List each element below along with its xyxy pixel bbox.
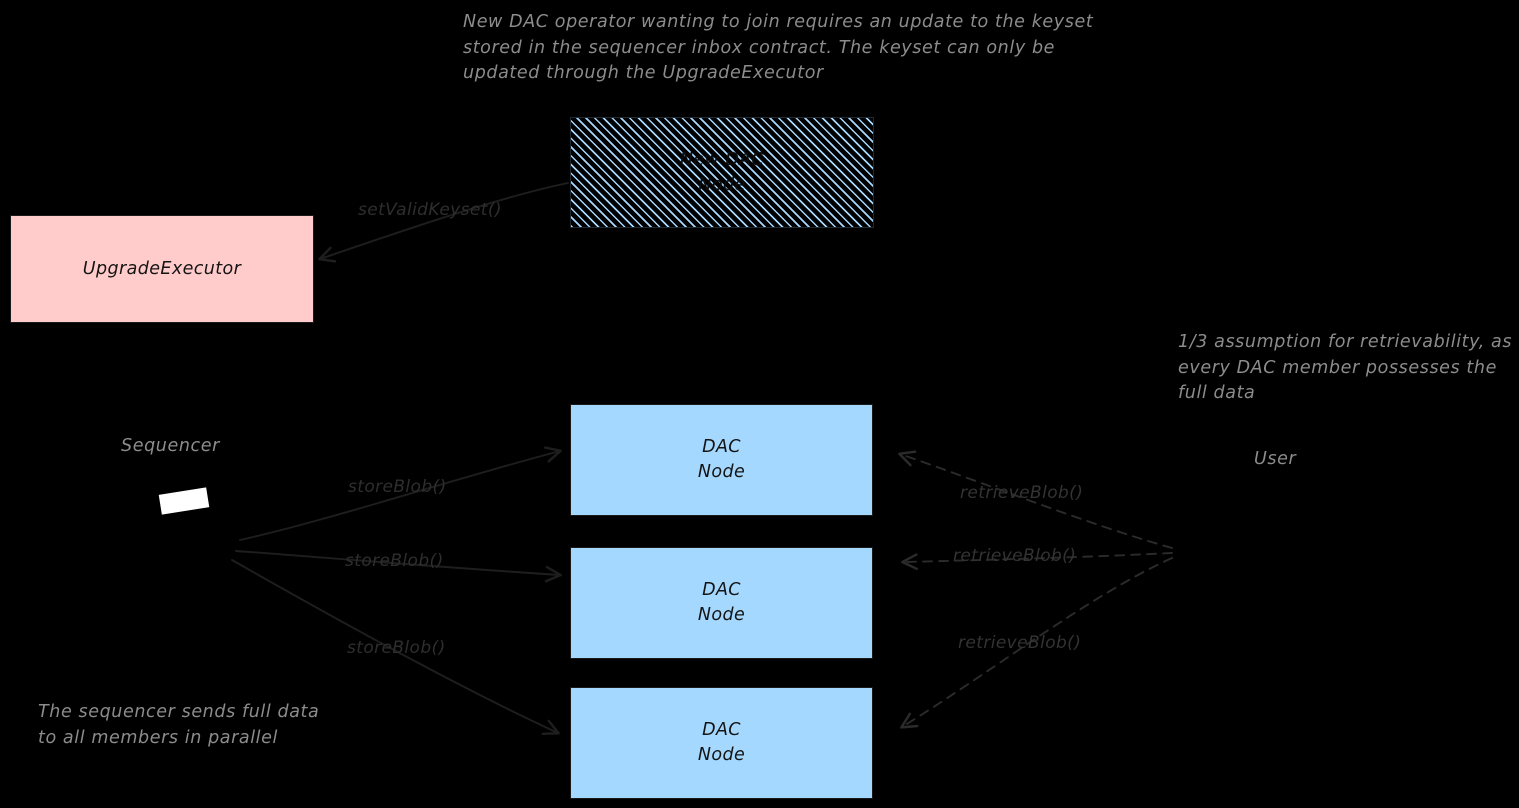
box-dac-node-1-label: DAC Node	[697, 437, 746, 482]
edge-label-retrieve-blob-1: retrieveBlob()	[960, 483, 1084, 503]
box-new-dac-node-label: New DAC Node	[679, 149, 765, 195]
edge-label-store-blob-3: storeBlob()	[347, 638, 446, 658]
label-sequencer: Sequencer	[121, 436, 220, 456]
edge-label-retrieve-blob-2: retrieveBlob()	[953, 546, 1077, 566]
edge-set-valid-keyset	[318, 182, 569, 263]
sequencer-rectangle-icon	[158, 487, 210, 515]
edge-label-store-blob-2: storeBlob()	[345, 551, 444, 571]
note-right-retrievability-assumption: 1/3 assumption for retrievability, as ev…	[1178, 332, 1513, 403]
label-user: User	[1254, 449, 1297, 469]
note-bottom-sequencer-parallel: The sequencer sends full data to all mem…	[38, 702, 320, 748]
edge-label-retrieve-blob-3: retrieveBlob()	[958, 633, 1082, 653]
box-dac-node-2[interactable]: DAC Node	[570, 547, 873, 659]
edge-label-set-valid-keyset: setValidKeyset()	[358, 200, 502, 220]
edge-label-store-blob-1: storeBlob()	[348, 477, 447, 497]
box-upgrade-executor[interactable]: UpgradeExecutor	[10, 215, 314, 323]
box-dac-node-3[interactable]: DAC Node	[570, 687, 873, 799]
box-upgrade-executor-label: UpgradeExecutor	[82, 258, 242, 279]
box-dac-node-3-label: DAC Node	[697, 720, 746, 765]
box-dac-node-2-label: DAC Node	[697, 580, 746, 625]
note-top-keyset-update: New DAC operator wanting to join require…	[463, 12, 1094, 83]
box-new-dac-node[interactable]: New DAC Node	[570, 117, 874, 228]
box-dac-node-1[interactable]: DAC Node	[570, 404, 873, 516]
